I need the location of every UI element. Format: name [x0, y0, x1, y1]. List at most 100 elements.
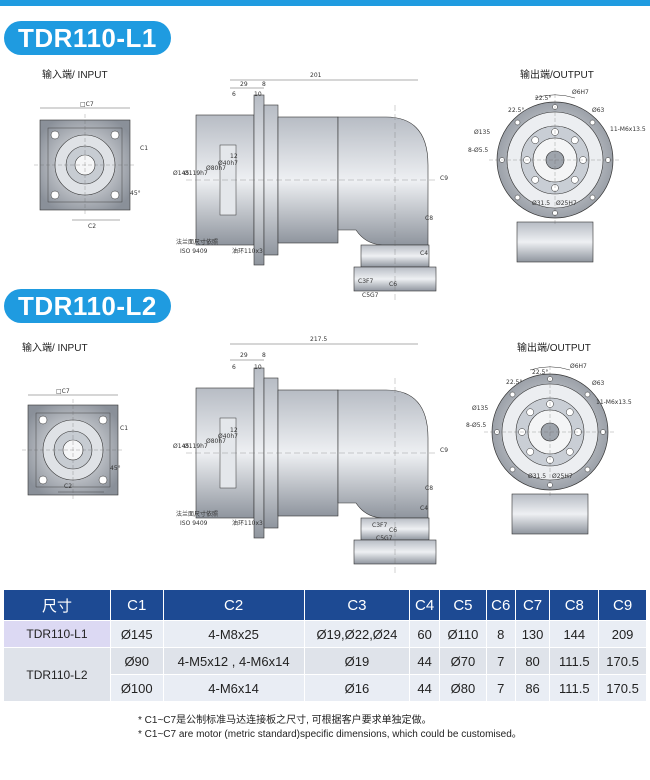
- dim-10-l2: 10: [254, 364, 262, 371]
- dim-phi6-l1: Ø6H7: [572, 89, 589, 96]
- cell-c4: 44: [409, 674, 441, 702]
- input-label-l2: 输入端/ INPUT: [22, 343, 88, 354]
- dim-45-l1: 45°: [130, 190, 141, 197]
- cell-c2: 4-M5x12 , 4-M6x14: [162, 647, 305, 675]
- dim-phi25-l1: Ø25H7: [556, 200, 577, 207]
- cell-c3: Ø16: [303, 674, 411, 702]
- cell-c8: 111.5: [549, 647, 600, 675]
- table-row: Ø100 4-M6x14 Ø16 44 Ø80 7 86 111.5 170.5: [4, 674, 647, 702]
- dim-c7-l1: □C7: [80, 101, 94, 108]
- cell-c6: 7: [485, 674, 516, 702]
- note2-l1: ISO 9409: [180, 248, 208, 255]
- dim-phi145-l1: Ø145: [173, 170, 189, 177]
- cell-c5: Ø70: [439, 647, 487, 675]
- cell-c4: 44: [409, 647, 441, 675]
- technical-drawings: □C7 C2 C1 45° 201 29 8 6 10 12 Ø145 Ø119…: [21, 72, 646, 574]
- dim-ang1-l2: 22.5°: [506, 379, 522, 386]
- dim-8-l1: 8: [262, 81, 266, 88]
- dim-12-l1: 12: [230, 153, 238, 160]
- dim-c6-l1: C6: [389, 281, 397, 288]
- note1-l2: 法兰面尺寸依照: [176, 510, 218, 518]
- cell-c7: 86: [514, 674, 551, 702]
- cell-c6: 8: [485, 620, 516, 648]
- dim-10-l1: 10: [254, 91, 262, 98]
- dim-phi63-l2: Ø63: [592, 380, 605, 387]
- dim-phi6-l2: Ø6H7: [570, 363, 587, 370]
- dim-ang2-l2: 22.5°: [532, 369, 548, 376]
- dim-c3-l2: C3F7: [372, 522, 387, 529]
- table-row: TDR110-L1 Ø145 4-M8x25 Ø19,Ø22,Ø24 60 Ø1…: [3, 620, 647, 648]
- cell-c9: 170.5: [598, 647, 647, 675]
- cell-c9: 209: [598, 620, 647, 648]
- cell-c7: 80: [514, 647, 551, 675]
- header-c6: C6: [485, 589, 516, 621]
- cell-c4: 60: [409, 620, 441, 648]
- cell-c3: Ø19,Ø22,Ø24: [303, 620, 411, 648]
- table-row: TDR110-L2 Ø90 4-M5x12 , 4-M6x14 Ø19 44 Ø…: [3, 647, 647, 702]
- dim-c1-l1: C1: [140, 145, 148, 152]
- cell-c2: 4-M6x14: [162, 674, 305, 702]
- dim-holes8-l2: 8-Ø5.5: [466, 422, 486, 429]
- cell-c2: 4-M8x25: [162, 620, 305, 648]
- footnotes: * C1~C7是公制标准马达连接板之尺寸, 可根据客户要求单独定做。 * C1~…: [138, 714, 522, 742]
- cell-c6: 7: [485, 647, 516, 675]
- dim-total-l1: 201: [310, 72, 322, 79]
- header-c7: C7: [514, 589, 551, 621]
- header-c9: C9: [598, 589, 647, 621]
- dim-c9-l1: C9: [440, 175, 448, 182]
- dim-phi31-l2: Ø31.5: [528, 473, 546, 480]
- dim-total-l2: 217.5: [310, 336, 327, 343]
- oil-ring-l1: 油环110x3: [232, 247, 263, 255]
- model-cell: TDR110-L1: [3, 620, 111, 648]
- dim-29-l2: 29: [240, 352, 248, 359]
- cell-c1: Ø90: [109, 647, 164, 675]
- dim-holes11-l1: 11-M6x13.5: [610, 126, 646, 133]
- cell-c9: 170.5: [598, 674, 647, 702]
- cell-c7: 130: [514, 620, 551, 648]
- header-c2: C2: [162, 589, 305, 621]
- cell-c1: Ø145: [109, 620, 164, 648]
- dim-c2-l2: C2: [64, 483, 72, 490]
- cell-c3: Ø19: [303, 647, 411, 675]
- dim-c5-l1: C5G7: [362, 292, 379, 299]
- dim-phi40-l2: Ø40h7: [218, 433, 238, 440]
- dim-c2-l1: C2: [88, 223, 96, 230]
- dim-phi31-l1: Ø31.5: [532, 200, 550, 207]
- dim-c6-l2: C6: [389, 527, 397, 534]
- cell-c1: Ø100: [109, 674, 164, 702]
- cell-c8: 144: [549, 620, 600, 648]
- dim-phi80-l2: Ø80h7: [206, 438, 226, 445]
- dim-phi135-l1: Ø135: [474, 129, 490, 136]
- input-view-l2: [21, 394, 125, 502]
- dim-phi63-l1: Ø63: [592, 107, 605, 114]
- side-view-l1: [185, 79, 437, 301]
- dim-phi80-l1: Ø80h7: [206, 165, 226, 172]
- dim-c7-l2: □C7: [56, 388, 70, 395]
- table-header-row: 尺寸 C1 C2 C3 C4 C5 C6 C7 C8 C9: [3, 589, 647, 621]
- dim-c9-l2: C9: [440, 447, 448, 454]
- dim-c4-l2: C4: [420, 505, 428, 512]
- dim-holes11-l2: 11-M6x13.5: [596, 399, 632, 406]
- top-accent-bar: [0, 0, 650, 6]
- dim-c8-l1: C8: [425, 215, 433, 222]
- dim-phi40-l1: Ø40h7: [218, 160, 238, 167]
- dim-c4-l1: C4: [420, 250, 428, 257]
- dim-c3-l1: C3F7: [358, 278, 373, 285]
- side-view-l2: [185, 343, 437, 574]
- dim-6-l2: 6: [232, 364, 236, 371]
- dim-phi119-l1: Ø119h7: [184, 170, 208, 177]
- dim-ang1-l1: 22.5°: [508, 107, 524, 114]
- dim-29-l1: 29: [240, 81, 248, 88]
- output-view-l1: [488, 93, 622, 263]
- note1-l1: 法兰面尺寸依照: [176, 238, 218, 246]
- header-c1: C1: [109, 589, 164, 621]
- dim-6-l1: 6: [232, 91, 236, 98]
- dim-c8-l2: C8: [425, 485, 433, 492]
- dim-12-l2: 12: [230, 427, 238, 434]
- header-c4: C4: [409, 589, 441, 621]
- cell-c5: Ø110: [439, 620, 487, 648]
- input-view-l1: [33, 107, 137, 221]
- output-view-l2: [483, 365, 617, 535]
- output-label-l1: 输出端/OUTPUT: [520, 70, 594, 81]
- dim-phi119-l2: Ø119h7: [184, 443, 208, 450]
